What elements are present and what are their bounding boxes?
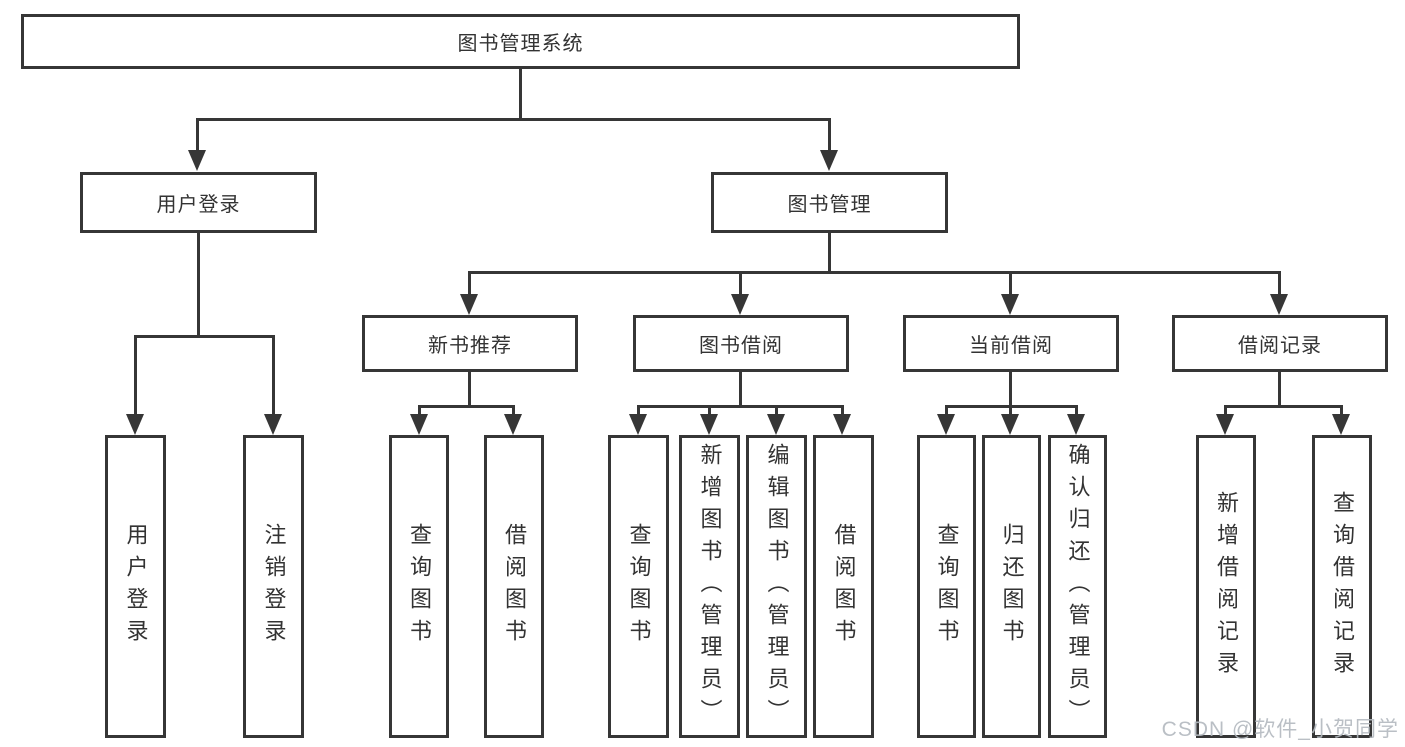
connector-book-borrow-stem: [739, 372, 742, 406]
connector-drop-cb3: [1075, 405, 1078, 415]
arrowhead-bb3: [767, 414, 785, 435]
leaf-cb-query-books-label: 查询图书: [934, 522, 960, 651]
connector-drop-bb3: [775, 405, 778, 415]
connector-borrow-records-bar: [1224, 405, 1342, 408]
leaf-user-login: 用户登录: [105, 435, 166, 738]
csdn-watermark: CSDN @软件_小贺同学: [1161, 718, 1399, 741]
leaf-bb-add-books-admin: 新增图书（管理员）: [679, 435, 740, 738]
arrowhead-cb1: [937, 414, 955, 435]
node-book-mgmt: 图书管理: [711, 172, 948, 233]
node-user-login: 用户登录: [80, 172, 317, 233]
node-new-books: 新书推荐: [362, 315, 578, 372]
leaf-bb-add-books-admin-label: 新增图书（管理员）: [697, 442, 723, 731]
connector-root-stem: [519, 68, 522, 119]
leaf-cb-query-books: 查询图书: [917, 435, 976, 738]
node-borrow-records-label: 借阅记录: [1238, 335, 1322, 357]
leaf-logout: 注销登录: [243, 435, 304, 738]
arrowhead-current-borrow: [1001, 294, 1019, 315]
node-current-borrow-label: 当前借阅: [969, 335, 1053, 357]
leaf-nb-borrow-books-label: 借阅图书: [502, 522, 527, 651]
connector-user-login-bar: [134, 335, 275, 338]
leaf-bb-edit-books-admin: 编辑图书（管理员）: [746, 435, 807, 738]
arrowhead-logout: [264, 414, 282, 435]
leaf-br-add-record-label: 新增借阅记录: [1214, 490, 1239, 683]
arrowhead-nb2: [504, 414, 522, 435]
connector-drop-borrow-records: [1278, 271, 1281, 294]
node-root: 图书管理系统: [21, 14, 1020, 69]
connector-drop-login: [134, 335, 137, 415]
leaf-br-query-record-label: 查询借阅记录: [1330, 490, 1355, 683]
connector-drop-book-mgmt: [828, 118, 831, 152]
connector-root-bar: [197, 118, 831, 121]
connector-drop-nb1: [418, 405, 421, 415]
arrowhead-bb2: [700, 414, 718, 435]
arrowhead-nb1: [410, 414, 428, 435]
connector-drop-current-borrow: [1009, 271, 1012, 294]
connector-book-borrow-bar: [637, 405, 844, 408]
connector-new-books-stem: [468, 372, 471, 406]
leaf-bb-edit-books-admin-label: 编辑图书（管理员）: [764, 442, 790, 731]
arrowhead-book-borrow: [731, 294, 749, 315]
connector-borrow-records-stem: [1278, 372, 1281, 406]
leaf-bb-borrow-books-label: 借阅图书: [831, 522, 857, 651]
arrowhead-book-mgmt: [820, 150, 838, 171]
arrowhead-new-books: [460, 294, 478, 315]
connector-drop-br1: [1224, 405, 1227, 415]
leaf-nb-query-books: 查询图书: [389, 435, 449, 738]
arrowhead-bb1: [629, 414, 647, 435]
connector-book-mgmt-bar: [468, 271, 1281, 274]
leaf-bb-query-books: 查询图书: [608, 435, 669, 738]
arrowhead-bb4: [833, 414, 851, 435]
leaf-nb-query-books-label: 查询图书: [407, 522, 432, 651]
leaf-cb-confirm-return-admin: 确认归还（管理员）: [1048, 435, 1107, 738]
leaf-bb-query-books-label: 查询图书: [626, 522, 652, 651]
connector-drop-bb2: [708, 405, 711, 415]
leaf-cb-return-books-label: 归还图书: [999, 522, 1025, 651]
connector-drop-cb2: [1009, 405, 1012, 415]
arrowhead-login: [126, 414, 144, 435]
leaf-cb-confirm-return-admin-label: 确认归还（管理员）: [1065, 442, 1091, 731]
connector-drop-cb1: [945, 405, 948, 415]
connector-drop-bb4: [841, 405, 844, 415]
leaf-cb-return-books: 归还图书: [982, 435, 1041, 738]
node-book-borrow: 图书借阅: [633, 315, 849, 372]
node-root-label: 图书管理系统: [457, 33, 584, 55]
arrowhead-user-login: [188, 150, 206, 171]
arrowhead-borrow-records: [1270, 294, 1288, 315]
leaf-logout-label: 注销登录: [261, 522, 287, 651]
leaf-br-query-record: 查询借阅记录: [1312, 435, 1372, 738]
node-user-login-label: 用户登录: [156, 194, 241, 216]
arrowhead-cb3: [1067, 414, 1085, 435]
node-book-mgmt-label: 图书管理: [787, 194, 872, 216]
connector-drop-user-login: [196, 118, 199, 152]
arrowhead-cb2: [1001, 414, 1019, 435]
connector-drop-nb2: [512, 405, 515, 415]
leaf-user-login-label: 用户登录: [123, 522, 149, 651]
connector-drop-bb1: [637, 405, 640, 415]
connector-current-borrow-stem: [1009, 372, 1012, 406]
leaf-bb-borrow-books: 借阅图书: [813, 435, 874, 738]
connector-drop-new-books: [468, 271, 471, 294]
node-book-borrow-label: 图书借阅: [699, 335, 783, 357]
leaf-nb-borrow-books: 借阅图书: [484, 435, 544, 738]
node-current-borrow: 当前借阅: [903, 315, 1119, 372]
leaf-br-add-record: 新增借阅记录: [1196, 435, 1256, 738]
connector-book-mgmt-stem: [828, 233, 831, 271]
connector-new-books-bar: [418, 405, 515, 408]
connector-user-login-stem: [197, 233, 200, 335]
arrowhead-br2: [1332, 414, 1350, 435]
connector-drop-book-borrow: [739, 271, 742, 294]
arrowhead-br1: [1216, 414, 1234, 435]
node-borrow-records: 借阅记录: [1172, 315, 1388, 372]
node-new-books-label: 新书推荐: [428, 335, 512, 357]
connector-drop-logout: [272, 335, 275, 415]
connector-drop-br2: [1340, 405, 1343, 415]
